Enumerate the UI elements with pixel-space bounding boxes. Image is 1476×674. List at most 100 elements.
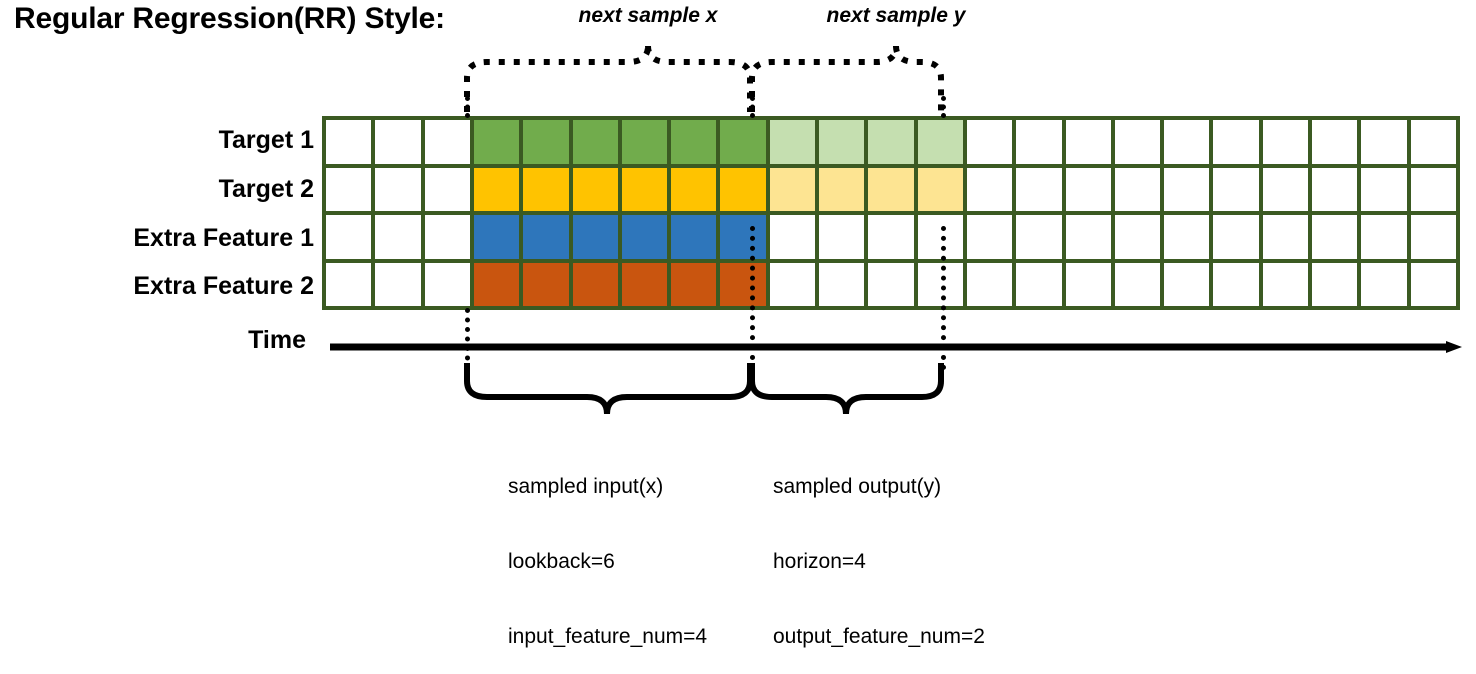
grid-cell-r1-c7-input: [621, 120, 668, 164]
brace-next-sample-y-left: [749, 45, 899, 112]
row-label-extra-feature-1: Extra Feature 1: [133, 224, 314, 252]
grid-cell-r2-c14-empty: [966, 167, 1013, 211]
grid-cell-r3-c15-empty: [1016, 215, 1062, 259]
grid-cell-r3-c18-empty: [1164, 215, 1210, 259]
grid-cell-r3-c3-empty: [424, 215, 470, 259]
brace-next-sample-x-right: [645, 45, 753, 112]
grid-cell-r3-c22-empty: [1361, 215, 1407, 259]
caption-output-line-3: output_feature_num=2: [773, 625, 985, 648]
grid-cell-r3-c14-empty: [966, 215, 1013, 259]
grid-cell-r2-c1-empty: [326, 167, 372, 211]
grid-cell-r4-c16-empty: [1065, 262, 1111, 306]
grid-cell-r2-c8-input: [671, 167, 717, 211]
grid-cell-r4-c21-empty: [1312, 262, 1358, 306]
brace-sampled-output-right: [843, 363, 944, 415]
grid-cell-r4-c23-empty: [1410, 262, 1456, 306]
time-axis-label: Time: [248, 326, 306, 354]
grid-cell-r1-c11-output: [819, 120, 865, 164]
grid-cell-r3-c11-empty: [819, 215, 865, 259]
caption-output-line-2: horizon=4: [773, 550, 866, 573]
brace-sampled-input: [464, 363, 610, 415]
grid-cell-r2-c16-empty: [1065, 167, 1111, 211]
grid-cell-r2-c20-empty: [1262, 167, 1309, 211]
grid-cell-r3-c13-empty: [917, 215, 963, 259]
grid-cell-r3-c6-input: [572, 215, 618, 259]
grid-cell-r1-c5-input: [523, 120, 569, 164]
caption-input-line-1: sampled input(x): [508, 475, 664, 498]
grid-cell-r4-c3-empty: [424, 262, 470, 306]
grid-cell-r2-c2-empty: [375, 167, 421, 211]
grid-cell-r1-c4-input: [473, 120, 520, 164]
grid-cell-r1-c19-empty: [1213, 120, 1259, 164]
grid-cell-r4-c5-input: [523, 262, 569, 306]
grid-cell-r4-c7-input: [621, 262, 668, 306]
grid-cell-r1-c16-empty: [1065, 120, 1111, 164]
grid-cell-r4-c6-input: [572, 262, 618, 306]
grid-cell-r4-c20-empty: [1262, 262, 1309, 306]
grid-cell-r2-c15-empty: [1016, 167, 1062, 211]
grid-cell-r2-c7-input: [621, 167, 668, 211]
row-label-target-1: Target 1: [218, 126, 314, 154]
grid-cell-r4-c19-empty: [1213, 262, 1259, 306]
grid-cell-r2-c11-output: [819, 167, 865, 211]
grid-cell-r2-c6-input: [572, 167, 618, 211]
grid-cell-r2-c3-empty: [424, 167, 470, 211]
guide-line-input-start: [465, 96, 470, 118]
caption-sampled-output: sampled output(y) horizon=4 output_featu…: [773, 424, 985, 674]
grid-cell-r1-c18-empty: [1164, 120, 1210, 164]
grid-cell-r1-c10-output: [769, 120, 816, 164]
grid-cell-r3-c1-empty: [326, 215, 372, 259]
grid-cell-r1-c17-empty: [1114, 120, 1161, 164]
grid-cell-r3-c21-empty: [1312, 215, 1358, 259]
grid-cell-r4-c10-empty: [769, 262, 816, 306]
grid-cell-r3-c20-empty: [1262, 215, 1309, 259]
brace-next-sample-x-left: [464, 45, 651, 112]
grid-cell-r1-c8-input: [671, 120, 717, 164]
grid-cell-r1-c22-empty: [1361, 120, 1407, 164]
grid-cell-r2-c17-empty: [1114, 167, 1161, 211]
grid-cell-r3-c5-input: [523, 215, 569, 259]
time-axis-arrow: [330, 341, 1462, 353]
grid-cell-r4-c2-empty: [375, 262, 421, 306]
grid-cell-r3-c7-input: [621, 215, 668, 259]
guide-line-output-end-lower: [941, 226, 946, 370]
grid-cell-r1-c6-input: [572, 120, 618, 164]
grid-cell-r3-c12-empty: [868, 215, 914, 259]
grid-cell-r2-c23-empty: [1410, 167, 1456, 211]
grid-cell-r2-c19-empty: [1213, 167, 1259, 211]
grid-cell-r4-c9-input: [720, 262, 766, 306]
guide-line-output-end: [941, 96, 946, 118]
brace-sampled-input-right: [604, 363, 753, 415]
timeseries-grid: [322, 116, 1460, 310]
guide-line-split: [750, 96, 755, 118]
grid-cell-r1-c15-empty: [1016, 120, 1062, 164]
grid-cell-r2-c12-output: [868, 167, 914, 211]
row-label-extra-feature-2: Extra Feature 2: [133, 272, 314, 300]
row-label-target-2: Target 2: [218, 175, 314, 203]
caption-input-line-2: lookback=6: [508, 550, 615, 573]
grid-cell-r4-c8-input: [671, 262, 717, 306]
grid-cell-r1-c20-empty: [1262, 120, 1309, 164]
grid-cell-r4-c4-input: [473, 262, 520, 306]
grid-cell-r4-c12-empty: [868, 262, 914, 306]
caption-sampled-input: sampled input(x) lookback=6 input_featur…: [508, 424, 707, 674]
grid-cell-r4-c14-empty: [966, 262, 1013, 306]
grid-cell-r1-c13-output: [917, 120, 963, 164]
grid-cell-r1-c3-empty: [424, 120, 470, 164]
grid-cell-r2-c5-input: [523, 167, 569, 211]
top-label-next-sample-x: next sample x: [578, 4, 718, 27]
caption-input-line-3: input_feature_num=4: [508, 625, 708, 648]
caption-output-line-1: sampled output(y): [773, 475, 942, 498]
grid-cell-r1-c1-empty: [326, 120, 372, 164]
grid-cell-r1-c21-empty: [1312, 120, 1358, 164]
grid-cell-r4-c22-empty: [1361, 262, 1407, 306]
grid-cell-r2-c18-empty: [1164, 167, 1210, 211]
grid-cell-r1-c9-input: [720, 120, 766, 164]
grid-cell-r3-c9-input: [720, 215, 766, 259]
top-label-next-sample-y: next sample y: [826, 4, 966, 27]
grid-cell-r4-c11-empty: [819, 262, 865, 306]
guide-line-split-lower: [750, 226, 755, 370]
grid-cell-r4-c17-empty: [1114, 262, 1161, 306]
grid-cell-r3-c23-empty: [1410, 215, 1456, 259]
brace-sampled-output: [749, 363, 849, 415]
